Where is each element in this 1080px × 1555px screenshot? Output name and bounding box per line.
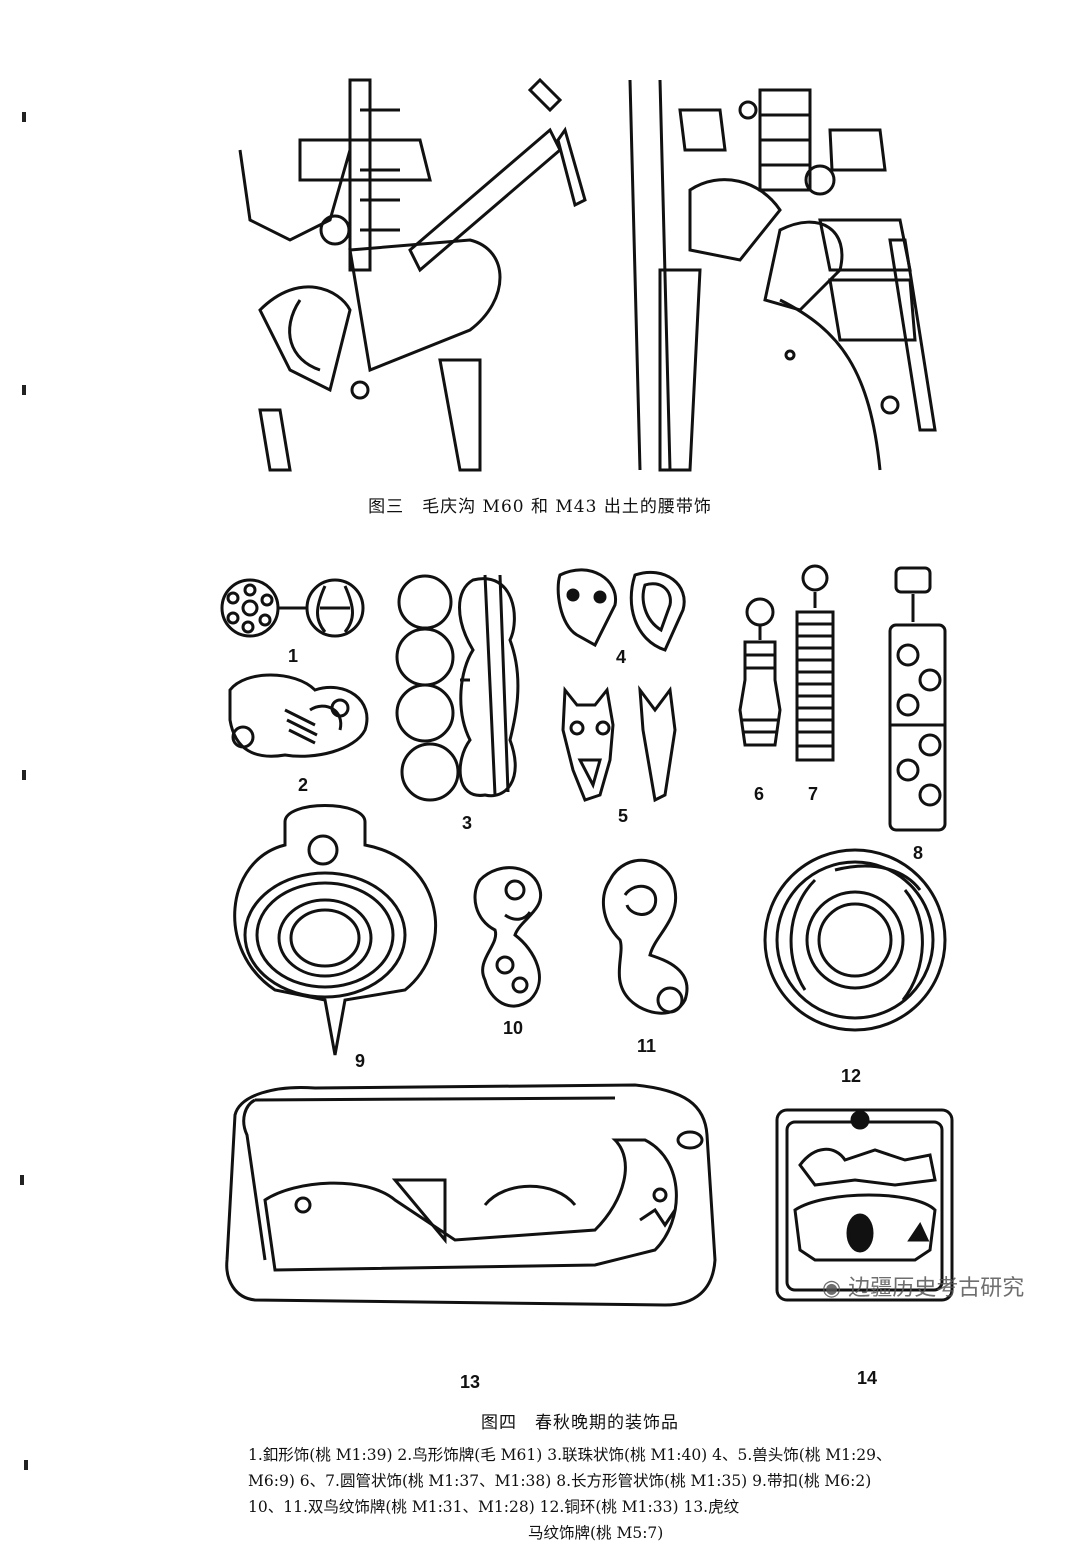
item-number-14: 14 <box>857 1368 878 1388</box>
item-number-6: 6 <box>754 784 765 804</box>
figure4-drawing <box>220 564 954 1307</box>
watermark-text: 边疆历史考古研究 <box>848 1276 1025 1301</box>
figure4-caption: 图四 春秋晚期的装饰品 <box>481 1413 679 1433</box>
item-number-9: 9 <box>355 1051 366 1071</box>
figure3-caption: 图三 毛庆沟 M60 和 M43 出土的腰带饰 <box>368 497 712 517</box>
item-number-13: 13 <box>460 1372 481 1392</box>
item-3-bead-string <box>395 574 520 802</box>
item-13-tiger-horse-plaque <box>225 1083 717 1307</box>
burial-m43-drawing <box>628 79 937 472</box>
legend-line-2: M6:9) 6、7.圆管状饰(桃 M1:37、M1:38) 8.长方形管状饰(桃… <box>248 1472 872 1490</box>
item-11-double-bird-plaque <box>601 858 689 1015</box>
item-14-horse-plaque <box>775 1108 954 1302</box>
scan-mark <box>22 385 26 395</box>
item-5-animal-head <box>561 684 677 803</box>
item-number-5: 5 <box>618 806 629 826</box>
scan-mark <box>22 770 26 780</box>
scan-mark <box>22 112 26 122</box>
figure3-drawing <box>238 77 937 472</box>
item-12-bronze-ring <box>763 848 947 1032</box>
item-number-10: 10 <box>503 1018 524 1038</box>
scan-mark <box>20 1175 24 1185</box>
legend-line-4: 马纹饰牌(桃 M5:7) <box>528 1524 664 1542</box>
item-9-belt-buckle <box>233 804 437 1056</box>
item-1-button-ornament <box>220 578 365 638</box>
item-2-bird-plaque <box>228 673 369 758</box>
item-10-double-bird-plaque <box>473 866 543 1008</box>
item-number-1: 1 <box>288 646 299 666</box>
item-number-11: 11 <box>637 1036 657 1056</box>
item-number-4: 4 <box>616 647 627 667</box>
burial-m60-drawing <box>238 77 587 472</box>
item-number-3: 3 <box>462 813 473 833</box>
item-4-animal-head <box>556 568 686 652</box>
scan-mark <box>24 1460 28 1470</box>
watermark: ◉ 边疆历史考古研究 <box>822 1270 1024 1302</box>
item-8-rectangular-tube <box>888 566 947 832</box>
legend-line-3: 10、11.双鸟纹饰牌(桃 M1:31、M1:28) 12.铜环(桃 M1:33… <box>248 1498 740 1516</box>
item-7-round-tube <box>795 564 835 762</box>
item-number-2: 2 <box>298 775 309 795</box>
figure4-legend: 1.釦形饰(桃 M1:39) 2.鸟形饰牌(毛 M61) 3.联珠状饰(桃 M1… <box>248 1442 1048 1546</box>
item-number-12: 12 <box>841 1066 862 1086</box>
item-number-7: 7 <box>808 784 819 804</box>
wechat-icon: ◉ <box>822 1276 842 1301</box>
item-6-round-tube <box>738 597 782 747</box>
item-number-8: 8 <box>913 843 924 863</box>
legend-line-1: 1.釦形饰(桃 M1:39) 2.鸟形饰牌(毛 M61) 3.联珠状饰(桃 M1… <box>248 1446 892 1464</box>
